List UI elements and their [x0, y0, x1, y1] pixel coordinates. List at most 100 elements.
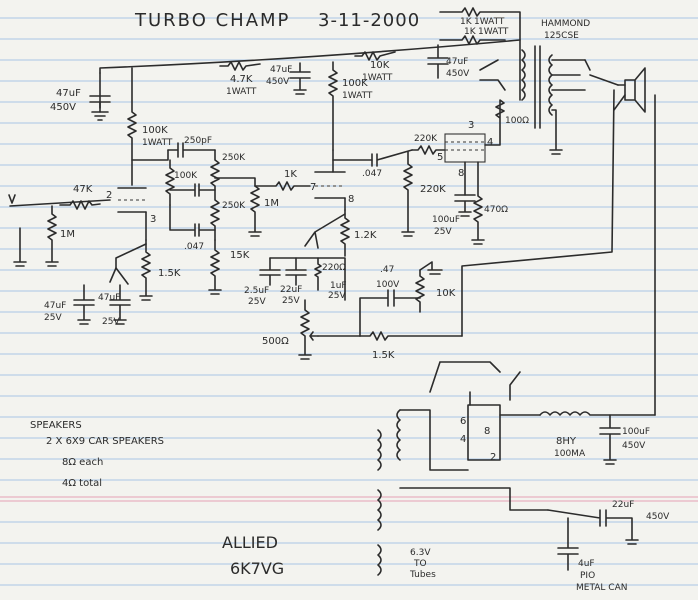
pin-label-2: 2: [106, 190, 112, 201]
cathode2-r-label: 1.2K: [354, 230, 377, 241]
bright-cap: [167, 142, 216, 158]
plate2-r-label: 100K: [342, 78, 368, 89]
drop4-r-watt: 1WATT: [478, 27, 509, 37]
resistor-grid-stop: [411, 145, 446, 155]
power-tube: [444, 133, 486, 163]
coupling-cap-label: .047: [362, 169, 382, 179]
b-plus-rail: [99, 39, 521, 74]
cathode2-switch: [304, 213, 346, 249]
plate1-r-watt: 1WATT: [142, 138, 173, 148]
fuse-switch: [509, 371, 521, 401]
screen-r-label: 100Ω: [505, 116, 529, 126]
input-jack: [8, 194, 16, 204]
heater-label-3: Tubes: [409, 570, 436, 580]
cath2-cap-b: [285, 257, 307, 286]
schematic-date: 3-11-2000: [318, 10, 420, 31]
filter2-cap-voltage: 450V: [266, 77, 290, 87]
drop2-r-watt: 1WATT: [362, 73, 393, 83]
ot-taps: [549, 59, 586, 155]
cath2-cap-a-label: 2.5uF: [244, 286, 269, 296]
main-cap-voltage: 450V: [646, 512, 670, 522]
pio-cap-label: 4uF: [578, 559, 595, 569]
pot-500: [298, 299, 312, 360]
pot-500-label: 500Ω: [262, 336, 289, 347]
resistor-tone2: [208, 239, 222, 295]
resistor-grid3: [401, 151, 415, 237]
resistor-plate2: [328, 61, 338, 151]
heater-label: 6.3V: [410, 548, 431, 558]
schematic-title: TURBO CHAMP: [134, 10, 290, 31]
filter3-cap-voltage: 450V: [446, 69, 470, 79]
heater-label-2: TO: [413, 559, 427, 569]
pt-secondary: [396, 409, 401, 461]
cathode-cap-b: [109, 284, 131, 325]
tone-cap-label: .047: [184, 242, 204, 252]
resistor-tone1: [165, 159, 175, 206]
cath2-cap-a-voltage: 25V: [248, 297, 266, 307]
pin-label-8c: 8: [484, 426, 490, 437]
input-r-label: 47K: [73, 184, 93, 195]
resistor-drop3: [439, 7, 521, 101]
resistor-screen: [484, 99, 505, 146]
bright-cap-label: 250pF: [184, 136, 212, 146]
choke-ma: 100MA: [554, 449, 586, 459]
resistor-drop4: [439, 35, 506, 45]
pin-label-4b: 4: [460, 434, 466, 445]
pio-cap: [557, 517, 579, 571]
pin-label-2b: 2: [490, 452, 496, 463]
speakers-title: SPEAKERS: [30, 420, 82, 431]
cathode1-switch-wire: [115, 243, 147, 269]
cathode-cap-a: [73, 284, 95, 325]
resistor-grid1: [45, 205, 59, 267]
speakers-line-2: 8Ω each: [62, 457, 103, 468]
cathode3-cap-voltage: 25V: [434, 227, 452, 237]
speaker-icon: [624, 67, 646, 113]
cathode1-switch: [109, 267, 129, 285]
main-filter-wire: [547, 509, 639, 545]
grid3-r-label: 220K: [420, 184, 446, 195]
power-transformer-label: ALLIED: [222, 533, 278, 552]
pin-label-8: 8: [348, 194, 354, 205]
grid1-r-label: 1M: [60, 229, 75, 240]
resistor-cath2b: [314, 257, 322, 291]
drop1-r-label: 4.7K: [230, 74, 253, 85]
cathode1-r-label: 1.5K: [158, 268, 181, 279]
pin-label-8b: 8: [458, 168, 464, 179]
ot-primary: [521, 49, 526, 101]
resistor-plate1: [127, 67, 137, 186]
nfb-cap-label: .47: [380, 265, 394, 275]
cathode-cap-b-voltage: 25V: [102, 317, 120, 327]
drop4-r-label: 1K: [464, 27, 477, 37]
pt-heater-coil-2: [377, 489, 382, 531]
nfb-cap: [359, 289, 421, 337]
pin-label-6: 6: [460, 416, 466, 427]
resistor-cathode2: [340, 209, 350, 257]
filter2-cap-label: 47uF: [270, 65, 292, 75]
transformer-brand: HAMMOND: [541, 19, 590, 29]
choke-label: 8HY: [556, 436, 577, 447]
ruled-lines: [0, 17, 698, 586]
triode-v1: [117, 187, 147, 241]
input-ground-1: [13, 227, 27, 267]
grid-stop-r-label: 220K: [414, 134, 438, 144]
pio-cap-label-2: PIO: [580, 571, 595, 581]
cathode-cap-a-voltage: 25V: [44, 313, 62, 323]
input-filter-cap: [89, 95, 111, 121]
pt-primary: [377, 429, 382, 471]
tone1-r-label: 100K: [174, 171, 198, 181]
pin-label-7: 7: [310, 182, 316, 193]
pin-label-3b: 3: [468, 120, 474, 131]
resistor-series: [254, 181, 311, 191]
filter1-cap: [599, 414, 621, 465]
filter3-cap: [427, 44, 449, 79]
drop3-r-watt: 1WATT: [474, 17, 505, 27]
drop3-r-label: 1K: [460, 17, 473, 27]
coupling-cap: [371, 149, 413, 167]
cathode-cap-a-label: 47uF: [44, 301, 66, 311]
pio-cap-label-3: METAL CAN: [576, 583, 627, 593]
cath2-cap-b-label: 22uF: [280, 285, 302, 295]
tone2-r-label: 15K: [230, 250, 250, 261]
pin-label-4: 4: [487, 137, 493, 148]
speaker-wire: [613, 84, 626, 111]
